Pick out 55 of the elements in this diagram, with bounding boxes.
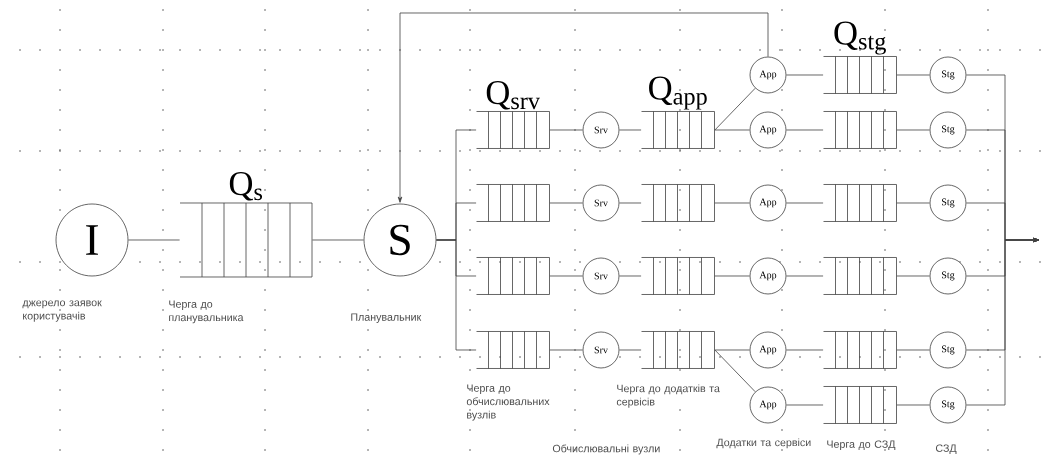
connector xyxy=(896,275,930,277)
connector xyxy=(714,129,750,131)
connector xyxy=(896,202,930,204)
connector xyxy=(786,275,824,277)
queue-label: Q$_{app}$ xyxy=(649,76,707,110)
connector xyxy=(896,74,930,76)
queue xyxy=(641,184,715,222)
caption-text: Черга до планувальника xyxy=(169,300,244,324)
caption-text: джерело заявок користувачів xyxy=(22,300,102,322)
connector xyxy=(896,404,930,406)
connector xyxy=(714,349,756,393)
connector xyxy=(714,275,750,277)
queue xyxy=(823,331,897,369)
connector xyxy=(786,74,824,76)
connector xyxy=(549,349,583,351)
connector xyxy=(714,349,750,351)
queue-label: Q$_{stg}$ xyxy=(834,21,886,55)
connector xyxy=(714,202,750,204)
queue xyxy=(641,331,715,369)
connector xyxy=(312,239,364,241)
connector xyxy=(128,239,180,241)
caption-text: СЗД xyxy=(935,444,957,454)
queue xyxy=(476,331,550,369)
connector xyxy=(549,202,583,204)
queue xyxy=(476,257,550,295)
connector xyxy=(896,349,930,351)
caption-text: Черга до СЗД xyxy=(827,440,896,451)
queue xyxy=(641,257,715,295)
queue-label: Q$_{s}$ xyxy=(229,172,263,201)
caption-text: Планувальник xyxy=(351,313,422,323)
queue xyxy=(476,184,550,222)
connector xyxy=(786,202,824,204)
connector xyxy=(786,129,824,131)
connector xyxy=(397,12,769,203)
connector xyxy=(619,129,642,131)
connector xyxy=(714,87,756,131)
connector xyxy=(619,275,642,277)
queue xyxy=(823,386,897,424)
queue xyxy=(823,184,897,222)
connector xyxy=(436,239,477,351)
connector xyxy=(619,349,642,351)
queue-label: Q$_{srv}$ xyxy=(486,81,540,110)
queue xyxy=(823,111,897,149)
caption-text: Обчислювальні вузли xyxy=(552,444,660,455)
connector xyxy=(786,349,824,351)
queue xyxy=(823,257,897,295)
connector xyxy=(549,275,583,277)
caption-text: Додатки та сервіси xyxy=(716,438,811,449)
connector xyxy=(966,237,1040,406)
caption-text: Черга до обчислювальних вузлів xyxy=(466,384,550,421)
caption-text: Черга до додатків та сервісів xyxy=(616,384,720,408)
connector xyxy=(786,404,824,406)
connector xyxy=(549,129,583,131)
connector xyxy=(619,202,642,204)
connector xyxy=(896,129,930,131)
